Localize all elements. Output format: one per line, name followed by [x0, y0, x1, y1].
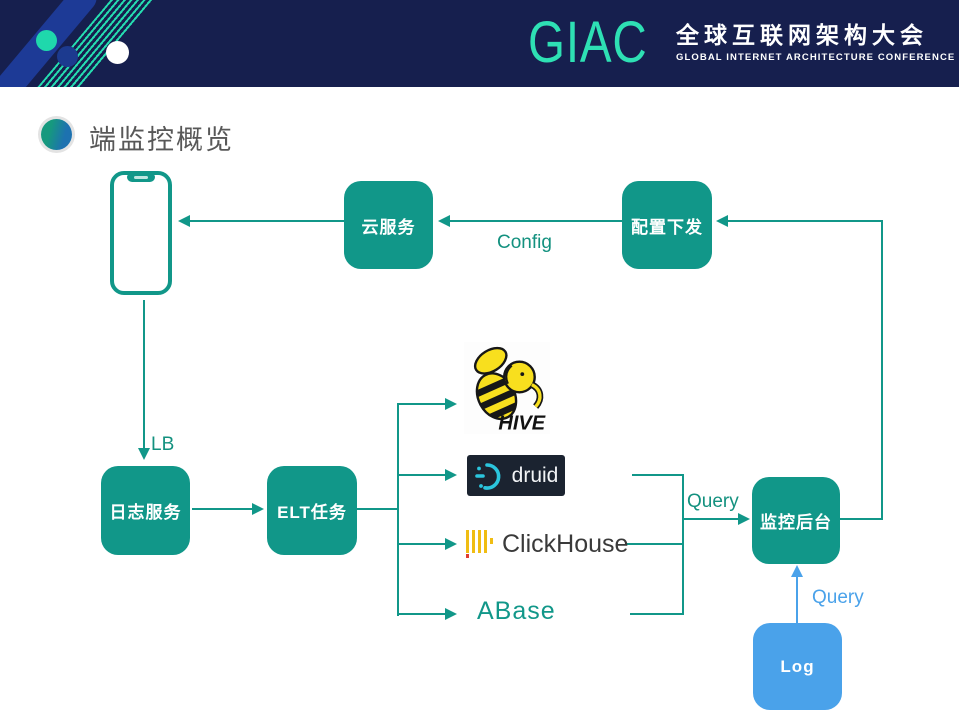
- hive-bee-icon: HIVE: [469, 346, 546, 435]
- node-monitor-backend-label: 监控后台: [760, 513, 832, 532]
- edge-query-to-monitor: [684, 518, 739, 520]
- node-cloud-service: 云服务: [344, 181, 433, 269]
- clickhouse-icon: [466, 530, 493, 558]
- edge-to-hive-arrowhead: [445, 398, 457, 410]
- decor-dot-teal: [36, 30, 57, 51]
- node-log-service: 日志服务: [101, 466, 190, 555]
- hive-logo: HIVE: [464, 342, 550, 435]
- giac-logo: GIAC: [528, 10, 648, 75]
- node-config-push-label: 配置下发: [631, 217, 703, 237]
- edge-fanin-vertical: [682, 474, 684, 615]
- hive-logo-text: HIVE: [498, 413, 545, 434]
- edge-config-to-cloud: [450, 220, 622, 222]
- edge-logservice-to-elt-arrowhead: [252, 503, 264, 515]
- node-cloud-service-label: 云服务: [361, 217, 416, 237]
- node-elt-task: ELT任务: [267, 466, 357, 555]
- clickhouse-logo-text: ClickHouse: [502, 529, 629, 558]
- edge-druid-out: [632, 474, 684, 476]
- edge-phone-to-logservice: [143, 300, 145, 450]
- header-banner: GIAC 全球互联网架构大会 GLOBAL INTERNET ARCHITECT…: [0, 0, 959, 87]
- edge-label-query-main: Query: [687, 491, 739, 512]
- node-elt-task-label: ELT任务: [277, 503, 347, 522]
- edge-log-to-monitor: [796, 576, 798, 623]
- abase-label: ABase: [477, 597, 556, 625]
- node-monitor-backend: 监控后台: [752, 477, 840, 564]
- edge-feedback-top: [728, 220, 883, 222]
- edge-fanout-vertical: [397, 404, 399, 616]
- edge-to-druid: [397, 474, 447, 476]
- decor-dot-white: [106, 41, 129, 64]
- edge-feedback-vertical: [881, 220, 883, 520]
- edge-abase-out: [630, 613, 684, 615]
- edge-label-lb: LB: [151, 434, 175, 455]
- edge-config-to-cloud-arrowhead: [438, 215, 450, 227]
- node-log-label: Log: [780, 656, 815, 676]
- edge-elt-out: [357, 508, 399, 510]
- edge-cloud-to-phone: [190, 220, 344, 222]
- phone-notch: [127, 174, 155, 182]
- node-config-push: 配置下发: [622, 181, 712, 269]
- page-title: 端监控概览: [89, 125, 234, 155]
- edge-log-to-monitor-arrowhead: [791, 565, 803, 577]
- druid-logo: druid: [467, 455, 565, 496]
- edge-logservice-to-elt: [192, 508, 254, 510]
- edge-feedback-arrowhead: [716, 215, 728, 227]
- edge-to-abase-arrowhead: [445, 608, 457, 620]
- edge-to-clickhouse: [397, 543, 447, 545]
- edge-feedback-bottom: [840, 518, 883, 520]
- title-bullet-icon: [41, 119, 72, 150]
- edge-to-abase: [397, 613, 447, 615]
- mobile-phone-icon: [110, 171, 172, 295]
- edge-phone-to-logservice-arrowhead: [138, 448, 150, 460]
- edge-to-druid-arrowhead: [445, 469, 457, 481]
- druid-icon: [474, 462, 501, 490]
- druid-logo-text: druid: [511, 463, 559, 487]
- edge-query-to-monitor-arrowhead: [738, 513, 750, 525]
- node-log: Log: [753, 623, 842, 710]
- edge-to-hive: [397, 403, 447, 405]
- conference-title-en: GLOBAL INTERNET ARCHITECTURE CONFERENCE: [676, 52, 956, 63]
- edge-to-clickhouse-arrowhead: [445, 538, 457, 550]
- edge-label-config: Config: [497, 232, 552, 253]
- node-log-service-label: 日志服务: [109, 503, 182, 522]
- edge-cloud-to-phone-arrowhead: [178, 215, 190, 227]
- clickhouse-logo: ClickHouse: [466, 528, 628, 560]
- decor-dot-navy: [57, 46, 78, 67]
- conference-title-cn: 全球互联网架构大会: [676, 22, 928, 48]
- edge-label-query-log: Query: [812, 587, 864, 608]
- edge-clickhouse-out: [626, 543, 684, 545]
